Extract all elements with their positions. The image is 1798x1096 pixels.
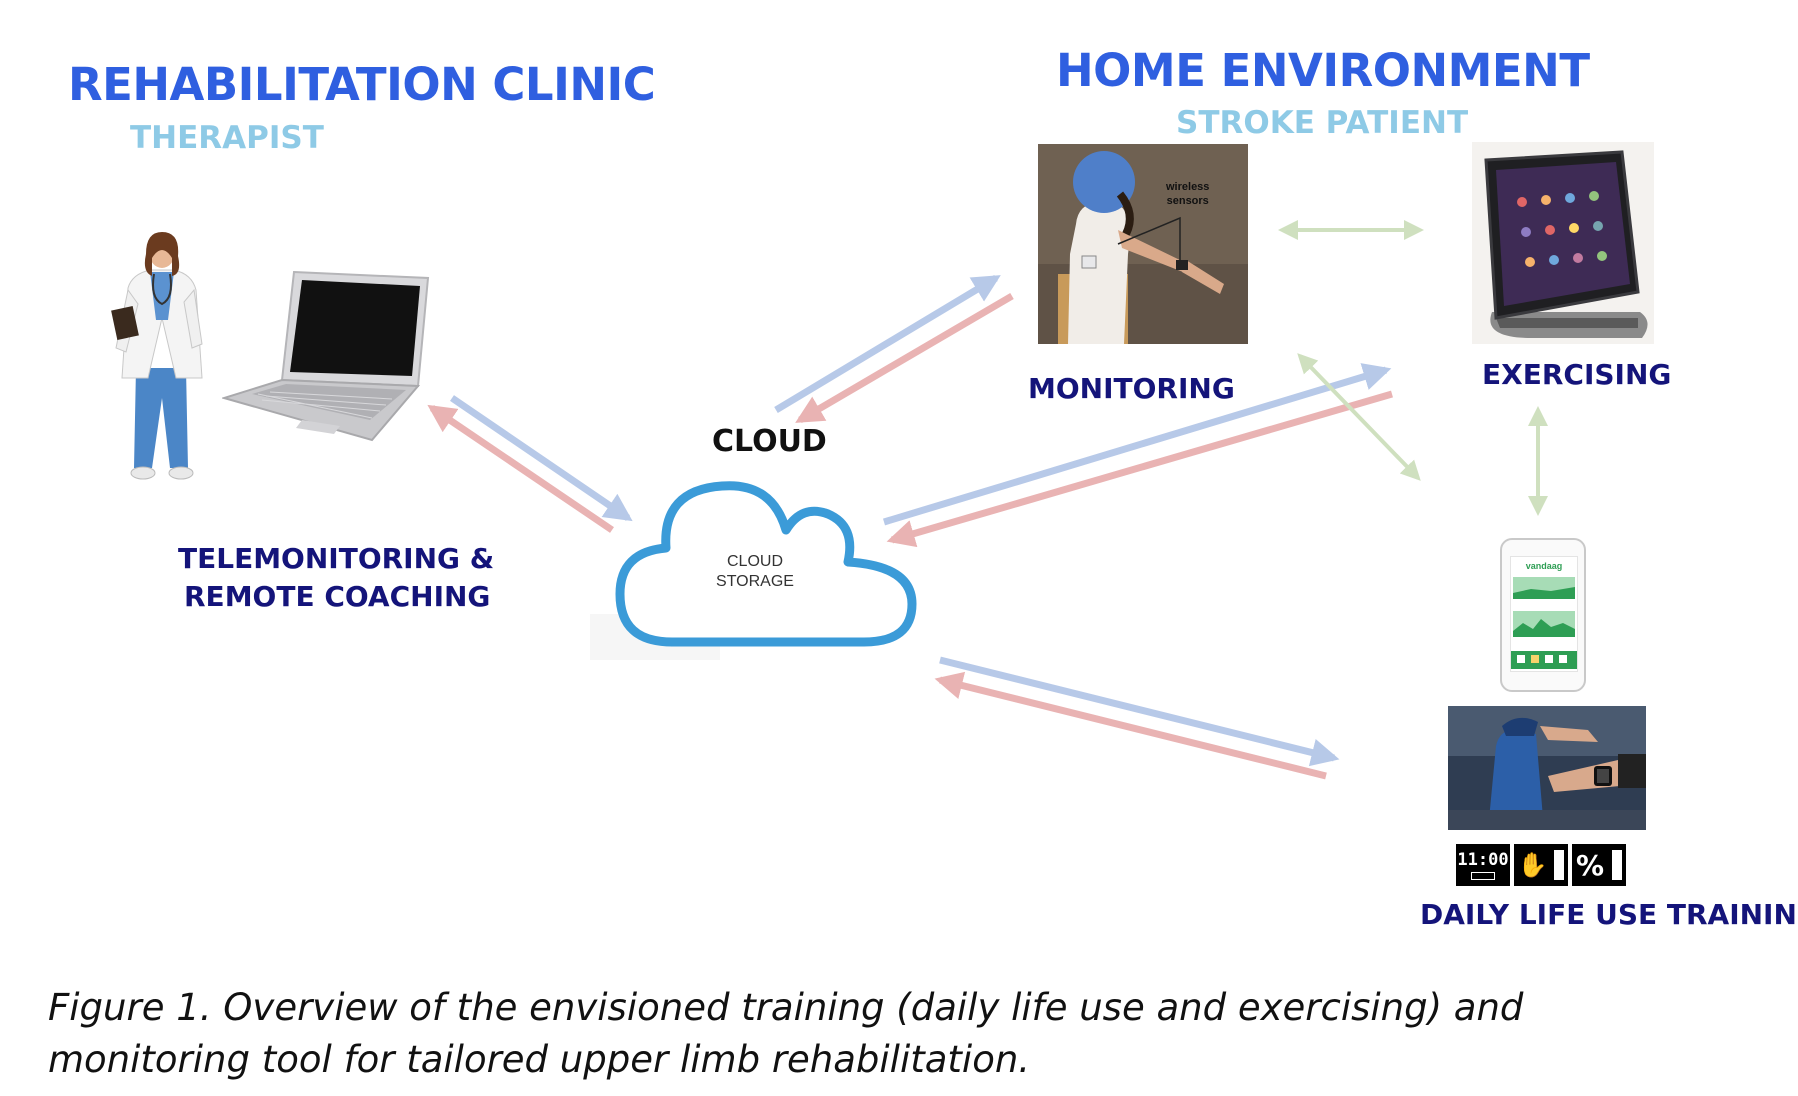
clinic-title: REHABILITATION CLINIC bbox=[68, 58, 656, 111]
therapist-figure bbox=[111, 232, 203, 480]
daily-life-photo bbox=[1448, 706, 1646, 830]
telemonitoring-label: TELEMONITORING & bbox=[178, 542, 495, 575]
monitoring-photo: wireless sensors bbox=[1038, 144, 1248, 344]
smartphone: vandaag bbox=[1500, 538, 1586, 692]
arrow-exercising-to-cloud bbox=[886, 390, 1393, 548]
phone-screen: vandaag bbox=[1510, 556, 1578, 672]
figure-caption: Figure 1. Overview of the envisioned tra… bbox=[48, 982, 1768, 1086]
watch-display-icons: 11:00 ✋ % bbox=[1456, 844, 1626, 886]
home-title: HOME ENVIRONMENT bbox=[1056, 44, 1590, 97]
wireless-sensors-note: wireless sensors bbox=[1166, 180, 1209, 208]
arrow-cloud-to-monitoring bbox=[774, 274, 1001, 414]
phone-app-title: vandaag bbox=[1525, 561, 1563, 571]
caption-line2: monitoring tool for tailored upper limb … bbox=[48, 1038, 1031, 1081]
exercising-photo bbox=[1472, 142, 1654, 344]
clock-icon-time: 11:00 bbox=[1457, 850, 1509, 870]
monitoring-label: MONITORING bbox=[1028, 372, 1235, 405]
arrow-clinic-to-cloud bbox=[450, 395, 633, 522]
battery-icon bbox=[1471, 872, 1495, 880]
arrow-cloud-to-clinic bbox=[427, 404, 614, 533]
arrow-monitoring-to-cloud bbox=[795, 292, 1014, 424]
arrow-cloud-to-daily bbox=[939, 656, 1340, 767]
remote-coaching-label: REMOTE COACHING bbox=[184, 580, 491, 613]
caption-line1: Figure 1. Overview of the envisioned tra… bbox=[48, 986, 1524, 1029]
arrow-monitoring-daily bbox=[1297, 353, 1421, 481]
percentage-icon: % bbox=[1572, 844, 1626, 886]
percent-level-bar bbox=[1612, 850, 1623, 880]
cloud-storage-text: CLOUD STORAGE bbox=[700, 552, 810, 592]
cloud-icon bbox=[615, 481, 917, 647]
hand-level-bar bbox=[1554, 850, 1565, 880]
arrow-daily-to-cloud bbox=[934, 671, 1327, 780]
percent-glyph: % bbox=[1575, 848, 1605, 882]
cloud-storage-line2: STORAGE bbox=[716, 573, 794, 590]
therapist-label: THERAPIST bbox=[130, 120, 324, 156]
stroke-patient-label: STROKE PATIENT bbox=[1176, 105, 1469, 141]
exercising-label: EXERCISING bbox=[1482, 358, 1672, 391]
hand-icon: ✋ bbox=[1517, 851, 1548, 879]
phone-activity-graph bbox=[1511, 577, 1577, 669]
wireless-note-line1: wireless bbox=[1166, 181, 1210, 193]
daily-life-label: DAILY LIFE USE TRAINING bbox=[1420, 898, 1798, 931]
cloud-title: CLOUD bbox=[712, 424, 827, 459]
hand-activity-icon: ✋ bbox=[1514, 844, 1568, 886]
cloud-storage-line1: CLOUD bbox=[726, 553, 783, 570]
clock-icon: 11:00 bbox=[1456, 844, 1510, 886]
laptop-icon bbox=[222, 270, 430, 442]
wireless-note-line2: sensors bbox=[1166, 195, 1209, 207]
